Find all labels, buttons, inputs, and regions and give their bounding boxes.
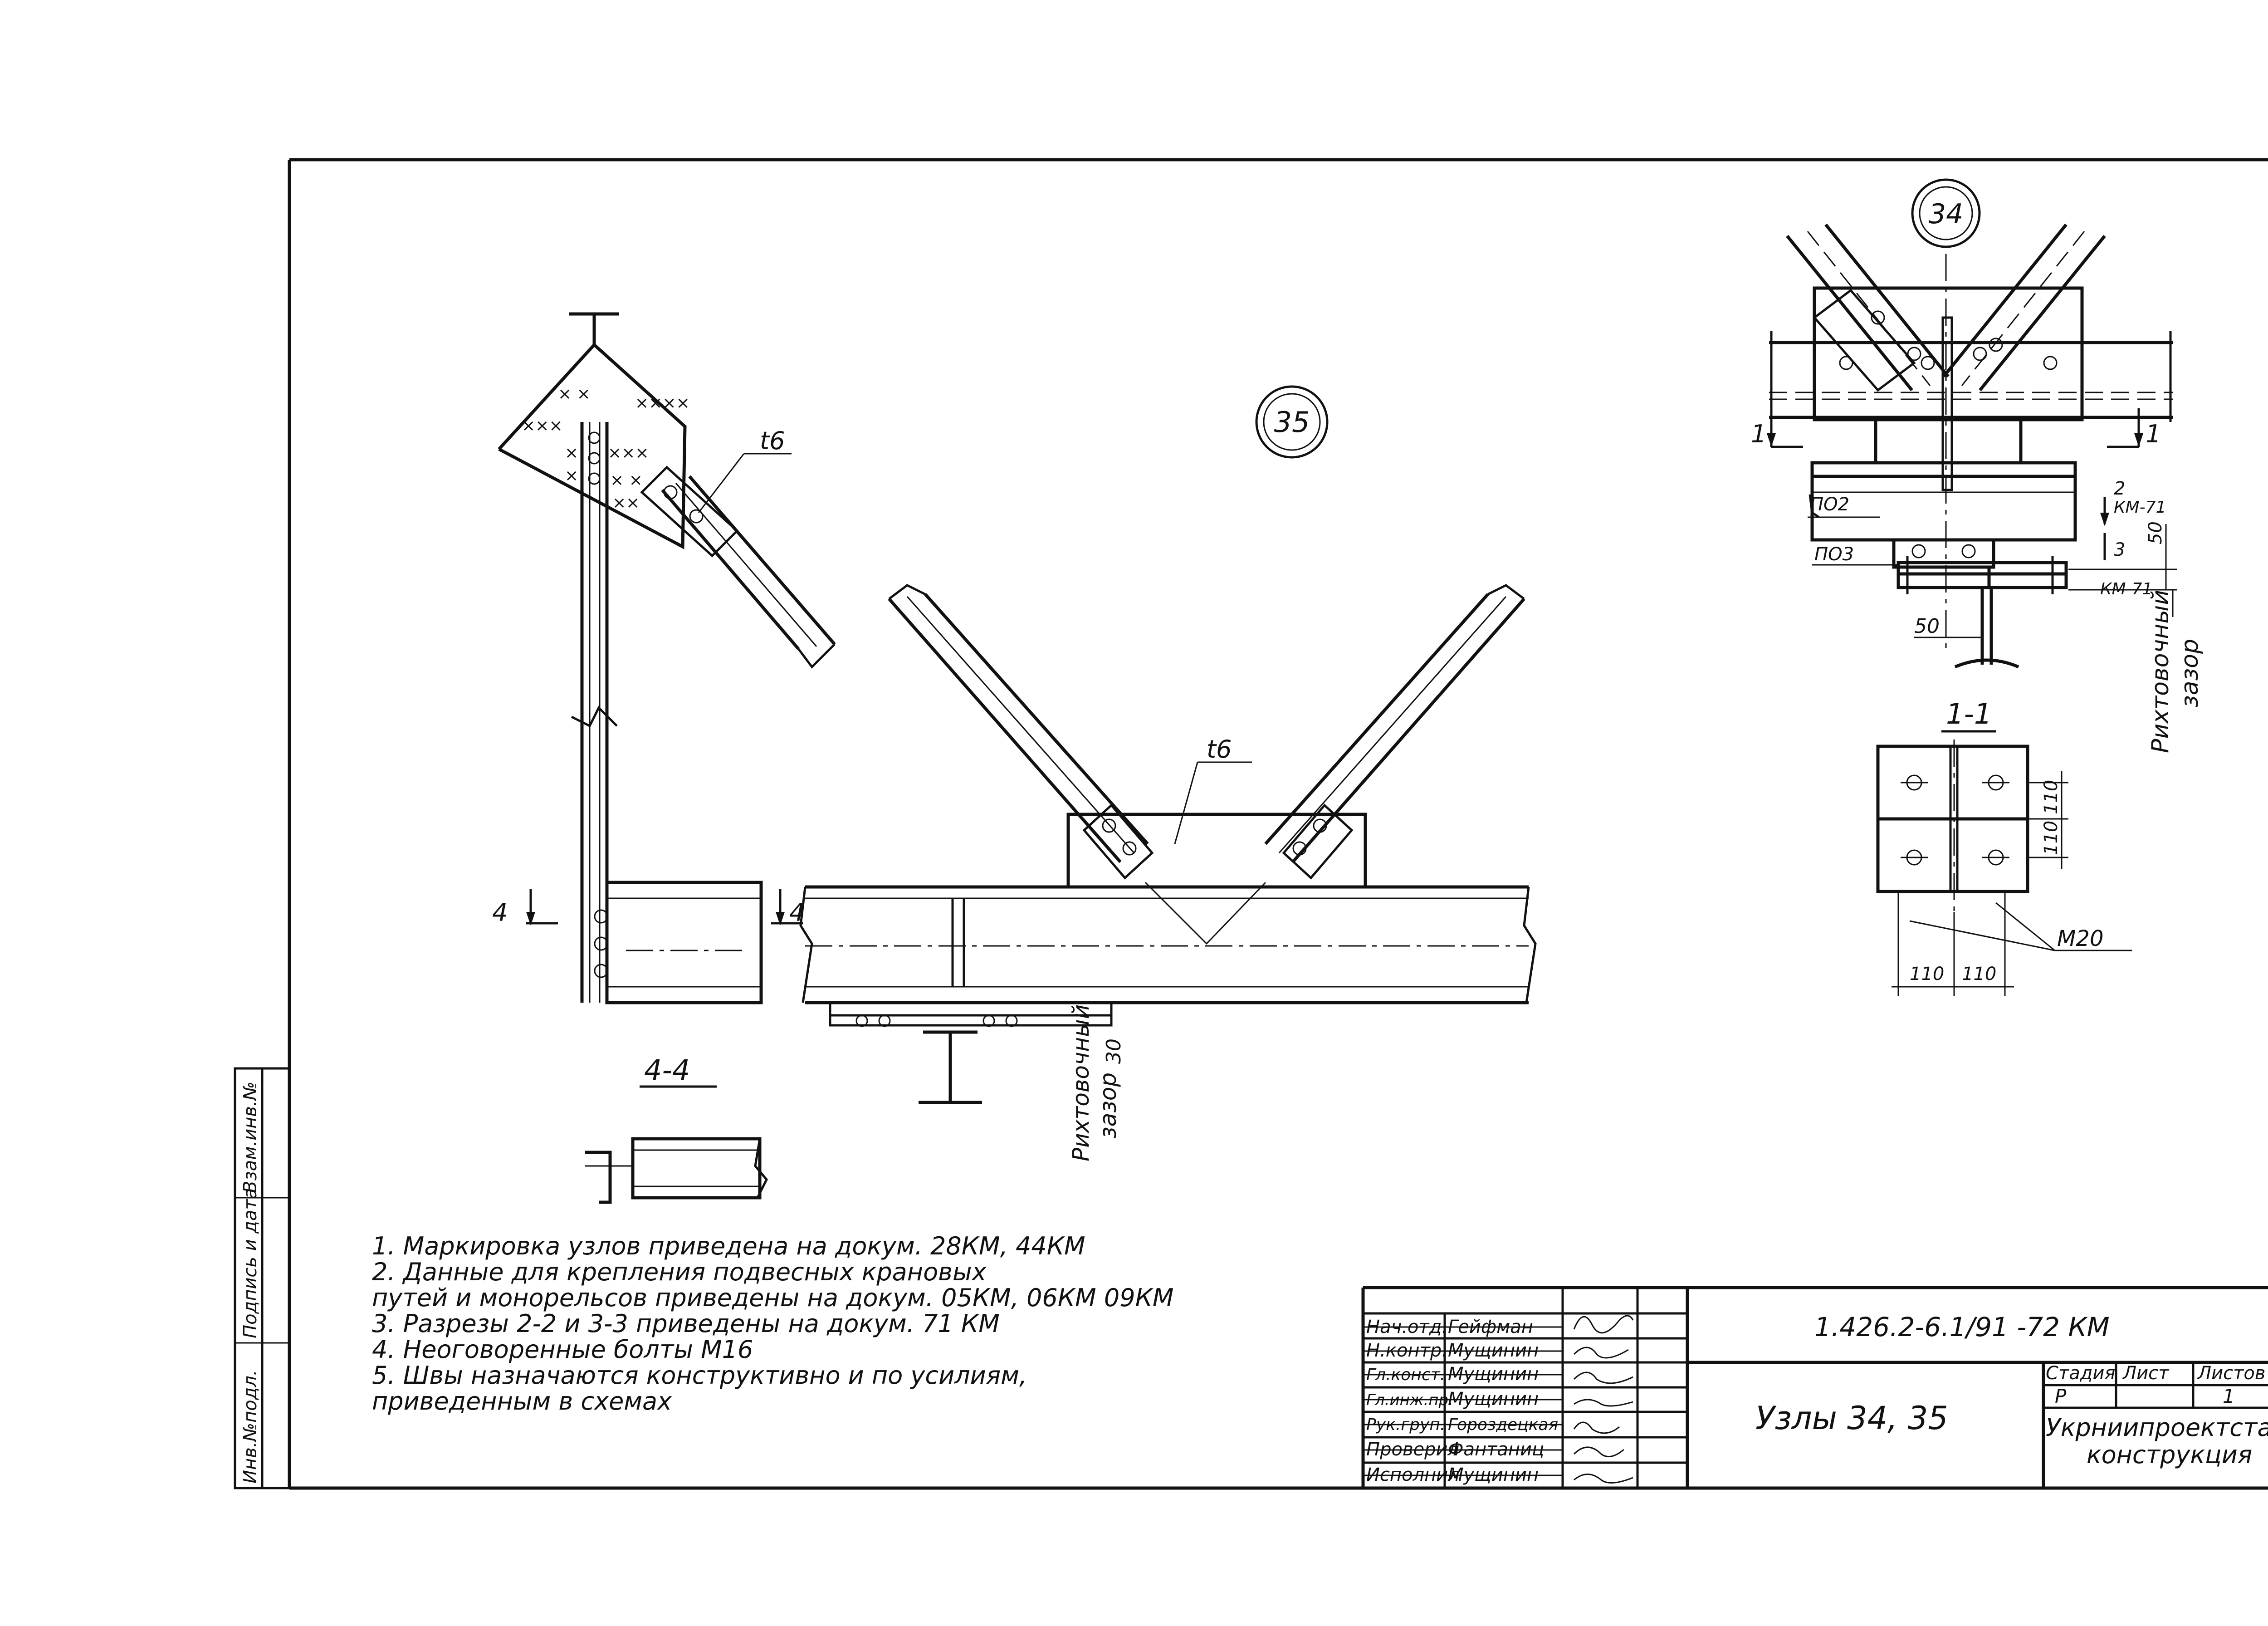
tb-name-6: Мущинин — [1448, 1464, 1539, 1485]
gap-label-35-a: Рихтовочный — [1068, 1004, 1094, 1161]
dim-110-v2-label: 110 — [2041, 821, 2062, 855]
signatures — [1573, 1315, 1634, 1484]
node35-label: 35 — [1274, 406, 1310, 439]
tb-name-4: Гороздецкая — [1448, 1415, 1558, 1434]
tb-role-2: Гл.конст. — [1366, 1366, 1445, 1384]
note-3: 3. Разрезы 2-2 и 3-3 приведены на докум.… — [372, 1309, 1000, 1338]
node35-column-assembly: ××× × × ×××× × × ××× × × ×× t6 — [498, 312, 836, 1003]
tb-sheet-head: Лист — [2122, 1363, 2170, 1384]
note-5: 5. Швы назначаются конструктивно и по ус… — [372, 1361, 1027, 1390]
tb-name-3: Мущинин — [1448, 1389, 1539, 1410]
gap-label-34-b: зазор — [2176, 639, 2204, 708]
tb-stage: Р — [2055, 1385, 2067, 1407]
dim-30-label: 30 — [1102, 1038, 1125, 1064]
dim-50-vert-label: 50 — [2145, 521, 2166, 544]
sec1-right-label: 1 — [2146, 420, 2161, 448]
node35-main-beam: 30 Рихтовочный зазор — [799, 885, 1537, 1161]
note-4: 4. Неоговоренные болты М16 — [372, 1335, 753, 1364]
tb-doc-code: 1.426.2-6.1/91 -72 КМ — [1814, 1312, 2110, 1342]
side-stamp-inv: Инв.№подл. — [240, 1370, 261, 1484]
tb-sheets: 1 — [2223, 1385, 2235, 1407]
side-stamp-sign: Подпись и дата — [240, 1188, 261, 1338]
tb-role-3: Гл.инж.пр. — [1366, 1391, 1453, 1409]
tb-org-1: Укрниипроектстал — [2046, 1413, 2268, 1442]
po2-label: ПО2 — [1810, 494, 1849, 515]
tb-name-1: Мущинин — [1448, 1340, 1539, 1361]
dim-110-h1-label: 110 — [1910, 964, 1944, 984]
tb-role-6: Исполнил — [1366, 1464, 1460, 1485]
po3-label: ПО3 — [1814, 544, 1854, 565]
tb-name-5: Фантаниц — [1448, 1439, 1544, 1460]
svg-text:× ×: × × — [610, 471, 643, 490]
gap-label-34-a: Рихтовочный — [2147, 590, 2174, 753]
node35-callout: 35 — [1255, 385, 1329, 459]
weld-marks: ××× × × ×××× × × ××× × × ×× — [522, 385, 690, 512]
svg-text:×: × — [565, 466, 578, 485]
section-1-1: 1-1 110 110 110 110 М20 — [1876, 697, 2132, 996]
tb-role-0: Нач.отд. — [1366, 1317, 1447, 1337]
km71-a-num: 2 — [2114, 478, 2125, 499]
node35-beam-stub: 4 4 — [492, 881, 805, 1004]
node35-v-bracing: t6 — [888, 584, 1525, 945]
plate-t6-label-a: t6 — [760, 426, 785, 455]
tb-name-2: Мущинин — [1448, 1364, 1539, 1385]
tb-name-0: Гейфман — [1448, 1317, 1533, 1337]
svg-text:×××: ××× — [522, 416, 563, 435]
dim-110-v1-label: 110 — [2041, 780, 2062, 814]
dim-110-h2-label: 110 — [1962, 964, 1996, 984]
node34-label: 34 — [1929, 198, 1963, 230]
side-stamp: Инв.№подл. Подпись и дата Взам.инв.№ — [234, 1067, 291, 1489]
node34-callout: 34 — [1911, 178, 1981, 248]
section-4-4-title: 4-4 — [644, 1053, 690, 1087]
sec4-left-label: 4 — [492, 898, 508, 927]
note-5-cont: приведенным в схемах — [372, 1387, 672, 1415]
tb-sheets-head: Листов — [2197, 1363, 2265, 1384]
sec1-left-label: 1 — [1751, 420, 1766, 448]
note-2: 2. Данные для крепления подвесных кранов… — [372, 1258, 987, 1286]
km71-b-num: 3 — [2114, 539, 2125, 560]
node34-assembly: 1 1 ПО2 ПО3 2 КМ-71 3 КМ-71 50 Рихтовочн… — [1751, 223, 2204, 753]
svg-text:××: ×× — [612, 494, 640, 512]
tb-title: Узлы 34, 35 — [1755, 1400, 1948, 1437]
dim-50-horiz-label: 50 — [1914, 615, 1940, 638]
tb-org-2: конструкция — [2087, 1440, 2252, 1469]
svg-text:× ×: × × — [558, 385, 591, 403]
general-notes: 1. Маркировка узлов приведена на докум. … — [372, 1232, 1174, 1415]
title-block: Нач.отд. Гейфман Н.контр. Мущинин Гл.кон… — [1361, 1286, 2268, 1488]
tb-role-5: Проверил — [1366, 1439, 1459, 1460]
tb-role-4: Рук.груп. — [1366, 1415, 1445, 1434]
gap-label-35-b: зазор — [1095, 1073, 1121, 1139]
note-1: 1. Маркировка узлов приведена на докум. … — [372, 1232, 1085, 1260]
svg-text:××××: ×××× — [635, 394, 690, 412]
plate-t6-label-b: t6 — [1207, 735, 1232, 764]
section-1-1-title: 1-1 — [1946, 697, 1992, 730]
tb-stage-head: Стадия — [2046, 1363, 2115, 1384]
tb-role-1: Н.контр. — [1366, 1340, 1447, 1361]
km71-a-label: КМ-71 — [2114, 498, 2166, 517]
svg-text:×××: ××× — [608, 444, 649, 462]
note-2-cont: путей и монорельсов приведены на докум. … — [372, 1283, 1174, 1312]
bolt-m20-label: М20 — [2057, 926, 2104, 951]
svg-text:×: × — [565, 444, 578, 462]
section-4-4: 4-4 — [585, 1053, 768, 1204]
side-stamp-replace: Взам.инв.№ — [240, 1082, 261, 1193]
